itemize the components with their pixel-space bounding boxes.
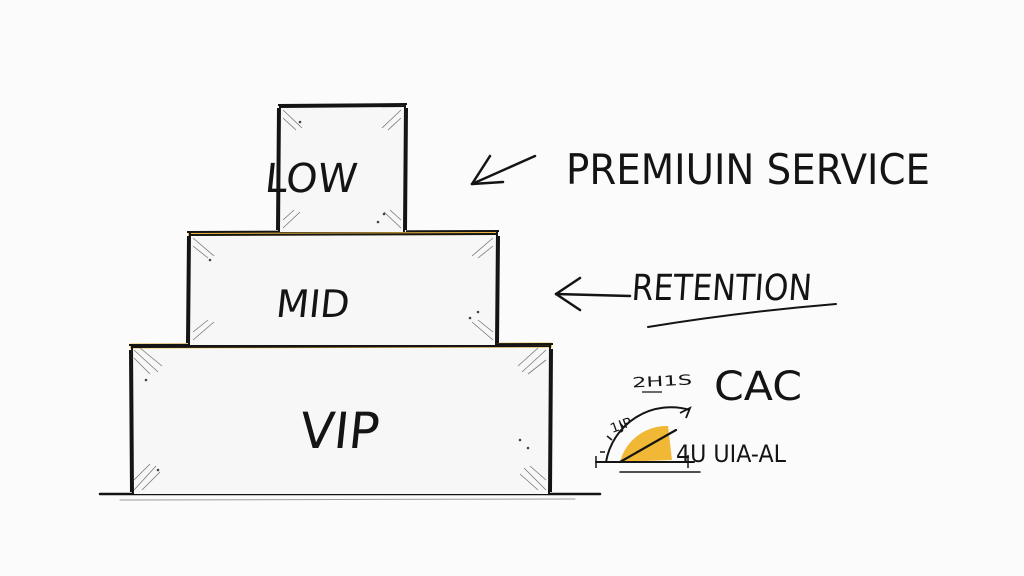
retention-label: RETENTION <box>630 268 813 309</box>
gauge-left-scribble: 1JP <box>608 415 634 437</box>
premium-service-label: PREMIUIN SERVICE <box>566 145 930 194</box>
tier-low-label: LOW <box>263 156 360 202</box>
tier-mid-box <box>186 230 500 346</box>
gauge-top-scribble: 2H1S <box>632 372 693 391</box>
cac-value-scribble: 4U UIA-AL <box>676 440 787 468</box>
cac-label: CAC <box>714 364 802 410</box>
ground-line <box>98 492 602 501</box>
cac-gauge-icon <box>595 406 701 473</box>
tier-mid-label: MID <box>274 282 352 326</box>
retention-underline <box>647 303 837 328</box>
tier-vip-label: VIP <box>297 401 382 460</box>
arrow-premium-icon <box>470 154 537 186</box>
arrow-retention-icon <box>554 276 632 312</box>
tier-low-box <box>276 103 408 233</box>
